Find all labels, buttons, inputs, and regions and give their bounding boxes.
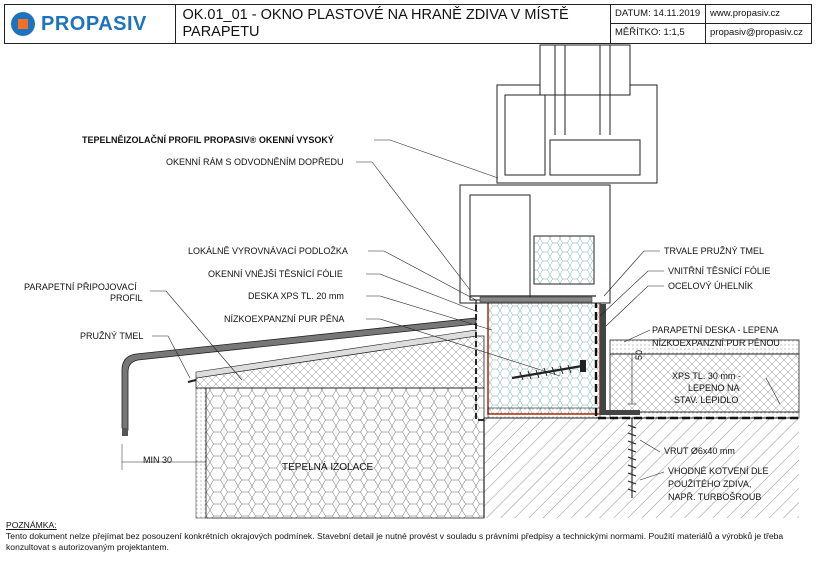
date-field: DATUM: 14.11.2019 — [611, 5, 705, 24]
note-text: Tento dokument nelze přejímat bez posouz… — [6, 531, 784, 552]
label-xps-20: DESKA XPS TL. 20 mm — [248, 291, 344, 301]
steel-angle — [600, 304, 640, 415]
label-min30: MIN 30 — [143, 455, 173, 465]
anchor-icon — [627, 418, 637, 498]
label-permanent-sealant: TRVALE PRUŽNÝ TMEL — [664, 246, 765, 256]
label-screw: VRUT Ø6x40 mm — [664, 446, 735, 456]
label-anchor-1: VHODNÉ KOTVENÍ DLE — [668, 466, 769, 476]
label-outer-foil: OKENNÍ VNĚJŠÍ TĚSNÍCÍ FÓLIE — [208, 269, 343, 279]
web-link[interactable]: www.propasiv.cz — [705, 5, 811, 24]
drawing-title: OK.01_01 - OKNO PLASTOVÉ NA HRANĚ ZDIVA … — [176, 5, 611, 43]
label-elastic-sealant: PRUŽNÝ TMEL — [80, 331, 144, 341]
label-sill-profile-2: PROFIL — [110, 293, 143, 303]
note-block: POZNÁMKA: Tento dokument nelze přejímat … — [6, 520, 806, 553]
label-sill-board-2: NÍZKOEXPANZNÍ PUR PĚNOU — [652, 338, 780, 348]
scale-field: MĚŘÍTKO: 1:1,5 — [615, 27, 685, 38]
label-window-frame: OKENNÍ RÁM S ODVODNĚNÍM DOPŘEDU — [166, 157, 344, 167]
note-heading: POZNÁMKA: — [6, 520, 57, 530]
logo: PROPASIV — [5, 5, 177, 43]
label-sill-profile-1: PARAPETNÍ PŘIPOJOVACÍ — [24, 282, 137, 292]
label-thermal-insulation: TEPELNÁ IZOLACE — [282, 462, 374, 473]
label-anchor-2: POUŽITÉHO ZDIVA, — [668, 479, 752, 489]
label-sill-board-1: PARAPETNÍ DESKA - LEPENA — [652, 325, 779, 335]
thermal-insulation — [205, 387, 485, 519]
label-dim-50: 50 — [634, 349, 644, 360]
label-xps30-3: STAV. LEPIDLO — [674, 395, 739, 405]
inner-foil — [594, 300, 799, 420]
propasiv-logo-icon — [11, 12, 35, 36]
title-block: PROPASIV OK.01_01 - OKNO PLASTOVÉ NA HRA… — [4, 4, 812, 44]
meta-grid: DATUM: 14.11.2019 www.propasiv.cz MĚŘÍTK… — [611, 5, 811, 43]
label-xps30-1: XPS TL. 30 mm - — [672, 371, 741, 381]
label-propasiv-profile: TEPELNĚIZOLAČNÍ PROFIL PROPASIV® OKENNÍ … — [82, 135, 334, 145]
label-anchor-3: NAPŘ. TURBOŠROUB — [668, 492, 762, 502]
logo-text: PROPASIV — [41, 12, 147, 35]
label-steel-angle: OCELOVÝ ÚHELNÍK — [668, 281, 754, 291]
label-xps30-2: LEPENO NA — [688, 383, 740, 393]
label-inner-foil: VNITŘNÍ TĚSNÍCÍ FÓLIE — [668, 266, 771, 276]
email-link[interactable]: propasiv@propasiv.cz — [705, 24, 811, 43]
propasiv-profile — [487, 301, 601, 415]
window-frame — [459, 44, 658, 304]
label-leveling-pad: LOKÁLNĚ VYROVNÁVACÍ PODLOŽKA — [188, 246, 348, 256]
label-pur-foam: NÍZKOEXPANZNÍ PUR PĚNA — [224, 314, 345, 324]
masonry-wall — [484, 418, 799, 518]
shim — [479, 296, 593, 303]
